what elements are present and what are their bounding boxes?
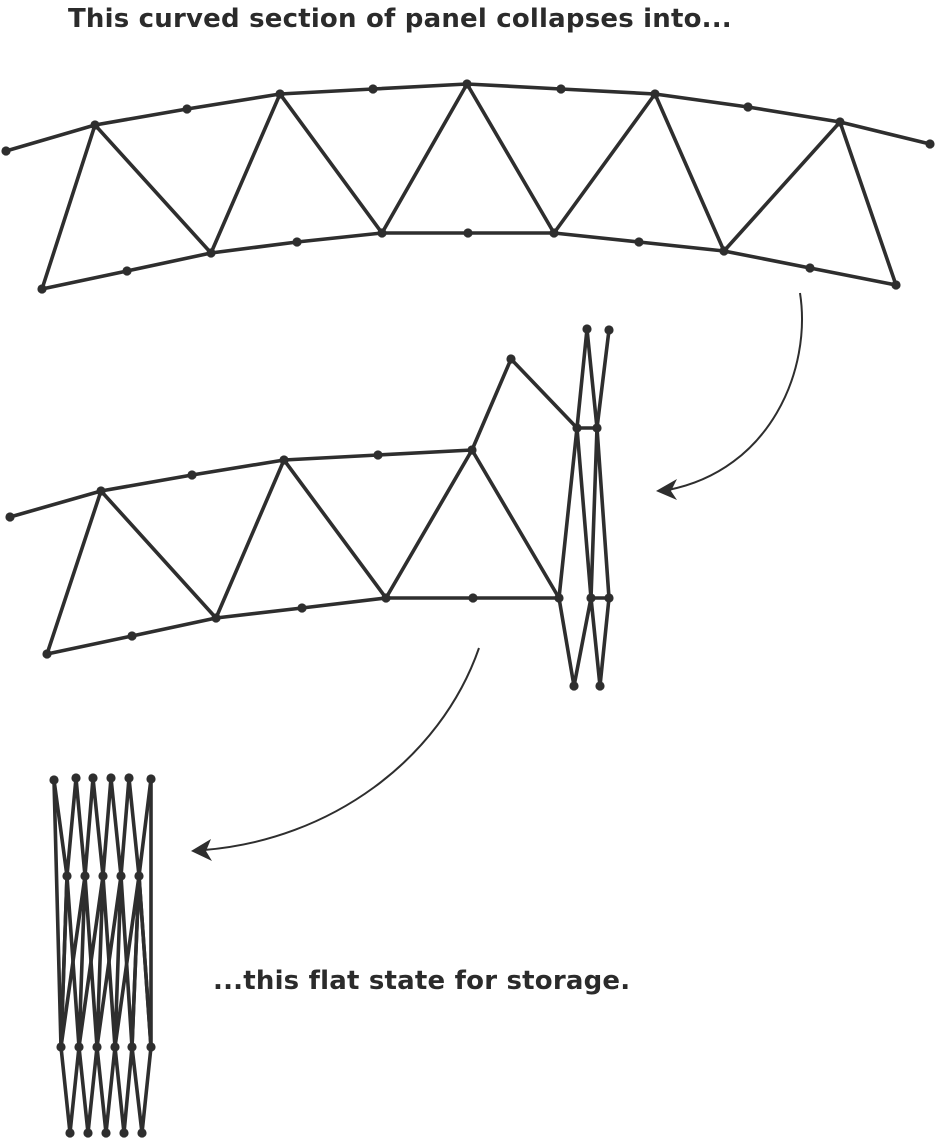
partial-panel-rising-link xyxy=(470,357,579,452)
folded-bay-2 xyxy=(575,328,611,688)
caption-conclusion: ...this flat state for storage. xyxy=(213,966,631,996)
flat-stowed-panel-hinges xyxy=(49,773,156,1138)
partial-panel-top-chord xyxy=(8,448,474,519)
arrow-stage1-to-stage2 xyxy=(656,292,803,500)
curved-panel-bottom-chord xyxy=(40,231,898,291)
curved-panel-hinges xyxy=(1,79,935,294)
flat-stowed-panel xyxy=(49,773,156,1138)
partially-collapsed-panel xyxy=(5,324,614,691)
partial-panel-diagonals xyxy=(45,448,561,656)
caption-intro: This curved section of panel collapses i… xyxy=(68,4,732,34)
arrow-stage2-to-stage3 xyxy=(191,647,480,861)
curved-panel-top-chord xyxy=(4,82,932,153)
folded-bay-1 xyxy=(557,327,599,688)
curved-panel xyxy=(1,79,935,294)
partial-panel-hinges xyxy=(5,324,614,691)
